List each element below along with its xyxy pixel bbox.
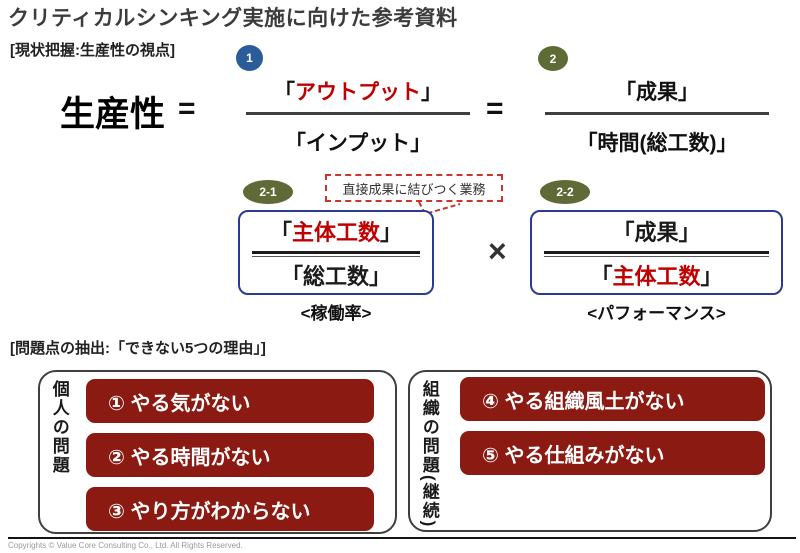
fraction2-numerator-text: 成果 [636, 81, 678, 104]
personal-problems-group: 個人の問題 ① やる気がない ② やる時間がない ③ やり方がわからない [38, 370, 397, 534]
badge-2: 2 [538, 46, 568, 71]
multiply-sign: × [488, 233, 507, 269]
fraction1-denominator: 「インプット」 [246, 127, 470, 157]
bracket-open: 「 [590, 264, 613, 289]
bracket-close: 」 [380, 220, 403, 245]
operating-rate-box: 「主体工数」 「総工数」 [238, 210, 434, 295]
box1-denominator-text: 総工数 [302, 264, 369, 289]
bracket-close: 」 [678, 220, 701, 245]
reason-item-4: ④ やる組織風土がない [460, 377, 765, 421]
fraction1-denominator-text: インプット [305, 132, 411, 155]
box1-divider [252, 251, 420, 257]
box2-divider [544, 251, 769, 257]
reason-item-2: ② やる時間がない [86, 433, 374, 477]
box1-denominator: 「総工数」 [240, 259, 432, 291]
box2-denominator-text: 主体工数 [612, 264, 701, 289]
box1-numerator: 「主体工数」 [240, 215, 432, 247]
callout-note: 直接成果に結びつく業務 [325, 174, 503, 202]
bracket-open: 「 [274, 81, 295, 104]
box2-numerator: 「成果」 [532, 215, 781, 247]
operating-rate-caption: <稼働率> [300, 304, 372, 323]
reason-item-3: ③ やり方がわからない [86, 487, 374, 531]
performance-caption: <パフォーマンス> [587, 304, 726, 323]
bracket-open: 「 [576, 132, 598, 155]
organization-problems-group: 組織の問題(継続) ④ やる組織風土がない ⑤ やる仕組みがない [408, 370, 772, 532]
badge-2-1: 2-1 [243, 180, 293, 204]
fraction1-numerator-text: アウトプット [295, 81, 421, 104]
productivity-term: 生産性 [60, 95, 166, 134]
organization-problems-label: 組織の問題(継続) [419, 380, 439, 529]
bracket-open: 「 [612, 220, 635, 245]
badge-2-2: 2-2 [540, 180, 590, 204]
box2-numerator-text: 成果 [634, 220, 679, 245]
equals-sign-2: = [486, 92, 504, 125]
fraction1-line [246, 112, 470, 115]
bracket-open: 「 [284, 132, 306, 155]
equals-sign-1: = [178, 92, 196, 125]
bracket-close: 」 [421, 81, 442, 104]
bracket-close: 」 [369, 264, 392, 289]
fraction2-line [545, 112, 769, 115]
badge-1: 1 [236, 45, 263, 71]
box1-numerator-text: 主体工数 [291, 220, 380, 245]
copyright-text: Copyrights © Value Core Consulting Co., … [8, 541, 243, 550]
bracket-close: 」 [716, 132, 738, 155]
fraction1-numerator: 「アウトプット」 [246, 76, 470, 106]
bracket-close: 」 [678, 81, 699, 104]
footer-divider [8, 537, 796, 539]
reason-item-5: ⑤ やる仕組みがない [460, 431, 765, 475]
fraction2-denominator-text: 時間(総工数) [597, 132, 717, 155]
bracket-open: 「 [269, 220, 292, 245]
fraction2-denominator: 「時間(総工数)」 [545, 127, 769, 157]
callout-tail [418, 201, 461, 216]
bracket-open: 「 [280, 264, 303, 289]
bracket-close: 」 [410, 132, 432, 155]
reason-item-1: ① やる気がない [86, 379, 374, 423]
box2-denominator: 「主体工数」 [532, 259, 781, 291]
section-heading-problems: [問題点の抽出:「できない5つの理由」] [10, 340, 266, 357]
personal-problems-label: 個人の問題 [49, 380, 69, 475]
fraction2-numerator: 「成果」 [545, 76, 769, 106]
performance-box: 「成果」 「主体工数」 [530, 210, 783, 295]
bracket-open: 「 [615, 81, 636, 104]
page-title: クリティカルシンキング実施に向けた参考資料 [8, 7, 458, 30]
section-heading-productivity: [現状把握:生産性の視点] [10, 42, 175, 59]
bracket-close: 」 [700, 264, 723, 289]
